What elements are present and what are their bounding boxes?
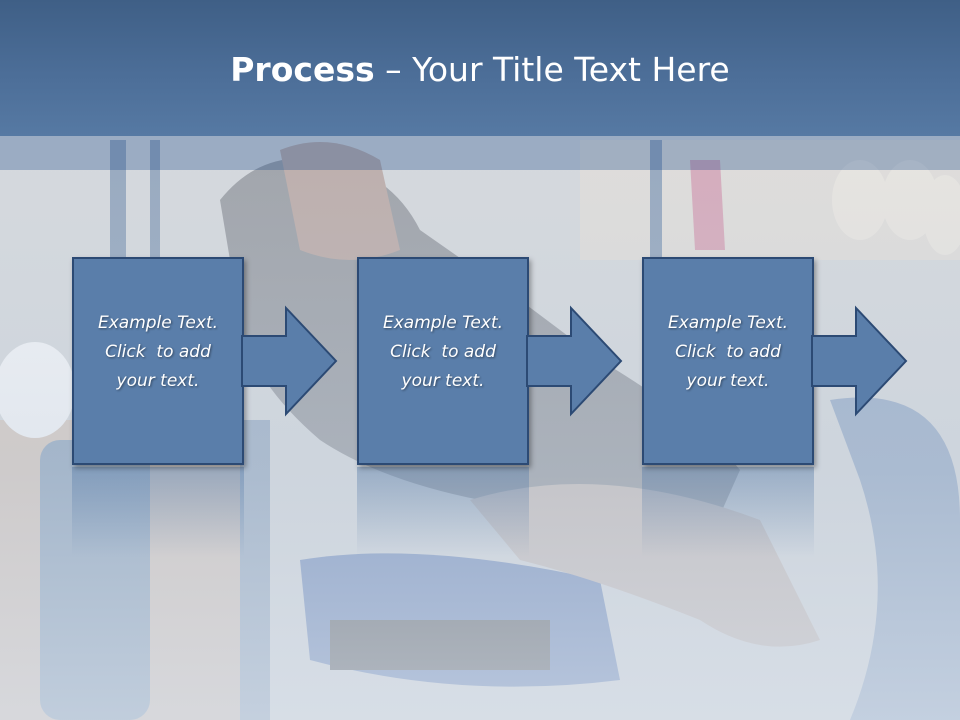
step-1-box[interactable]: Example Text. Click to add your text. bbox=[72, 257, 244, 465]
step-2-box[interactable]: Example Text. Click to add your text. bbox=[357, 257, 529, 465]
title-bar: Process – Your Title Text Here bbox=[0, 0, 960, 136]
step-1-line-3: your text. bbox=[116, 370, 200, 391]
step-2-arrow-icon bbox=[526, 305, 623, 417]
step-3-text: Example Text. Click to add your text. bbox=[653, 309, 803, 396]
step-2-line-1: Example Text. bbox=[382, 312, 504, 333]
step-2-line-3: your text. bbox=[401, 370, 485, 391]
step-1-reflection bbox=[72, 467, 244, 557]
step-2-line-2: Click to add bbox=[390, 341, 496, 362]
step-3-line-3: your text. bbox=[686, 370, 770, 391]
step-3-line-1: Example Text. bbox=[667, 312, 789, 333]
step-2-text: Example Text. Click to add your text. bbox=[368, 309, 518, 396]
header-accent-strip bbox=[0, 136, 960, 170]
title-rest: – Your Title Text Here bbox=[374, 50, 730, 89]
step-1-arrow-icon bbox=[241, 305, 338, 417]
step-3-reflection bbox=[642, 467, 814, 557]
step-3-box[interactable]: Example Text. Click to add your text. bbox=[642, 257, 814, 465]
step-1-text: Example Text. Click to add your text. bbox=[83, 309, 233, 396]
title-bold: Process bbox=[230, 50, 375, 89]
slide-title: Process – Your Title Text Here bbox=[0, 50, 960, 89]
step-3-line-2: Click to add bbox=[675, 341, 781, 362]
step-1-line-2: Click to add bbox=[105, 341, 211, 362]
step-2-reflection bbox=[357, 467, 529, 557]
step-3-arrow-icon bbox=[811, 305, 908, 417]
step-1-line-1: Example Text. bbox=[97, 312, 219, 333]
